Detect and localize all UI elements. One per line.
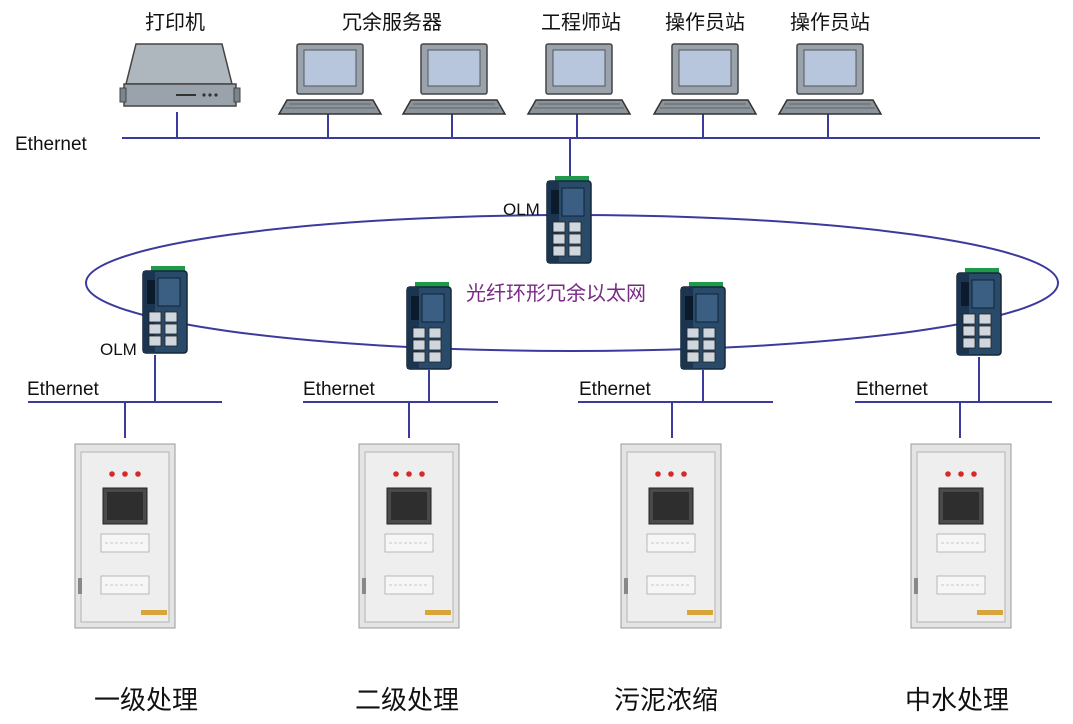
olm-switch-top-icon (546, 175, 592, 264)
olm-switch-3-icon (680, 281, 726, 370)
ethernet-label-2: Ethernet (303, 379, 375, 400)
olm-switch-4-icon (956, 267, 1002, 356)
ethernet-label-4: Ethernet (856, 379, 928, 400)
bottom-ethernet-buses (28, 355, 1052, 438)
operator-station-1-label: 操作员站 (665, 10, 745, 34)
engineer-station-icon (527, 43, 631, 115)
top-ethernet-bus (122, 112, 1040, 176)
olm-switch-1-icon (142, 265, 188, 354)
cabinet-label-2: 二级处理 (355, 686, 460, 716)
cabinet-label-4: 中水处理 (905, 686, 1010, 716)
olm-left-label: OLM (100, 340, 137, 359)
redundant-servers-label: 冗余服务器 (342, 10, 442, 34)
printer-label: 打印机 (145, 10, 205, 34)
printer-icon (119, 43, 241, 107)
top-ethernet-label: Ethernet (15, 134, 87, 155)
ring-network-label: 光纤环形冗余以太网 (466, 281, 646, 305)
engineer-station-label: 工程师站 (541, 10, 621, 34)
ethernet-label-3: Ethernet (579, 379, 651, 400)
server-1-icon (278, 43, 382, 115)
cabinet-1-icon (74, 443, 176, 629)
cabinet-2-icon (358, 443, 460, 629)
operator-station-1-icon (653, 43, 757, 115)
olm-switch-2-icon (406, 281, 452, 370)
cabinet-4-icon (910, 443, 1012, 629)
olm-top-label: OLM (503, 200, 540, 219)
server-2-icon (402, 43, 506, 115)
ethernet-label-1: Ethernet (27, 379, 99, 400)
cabinet-3-icon (620, 443, 722, 629)
cabinet-label-1: 一级处理 (94, 686, 199, 716)
operator-station-2-icon (778, 43, 882, 115)
cabinet-label-3: 污泥浓缩 (614, 686, 719, 716)
operator-station-2-label: 操作员站 (790, 10, 870, 34)
